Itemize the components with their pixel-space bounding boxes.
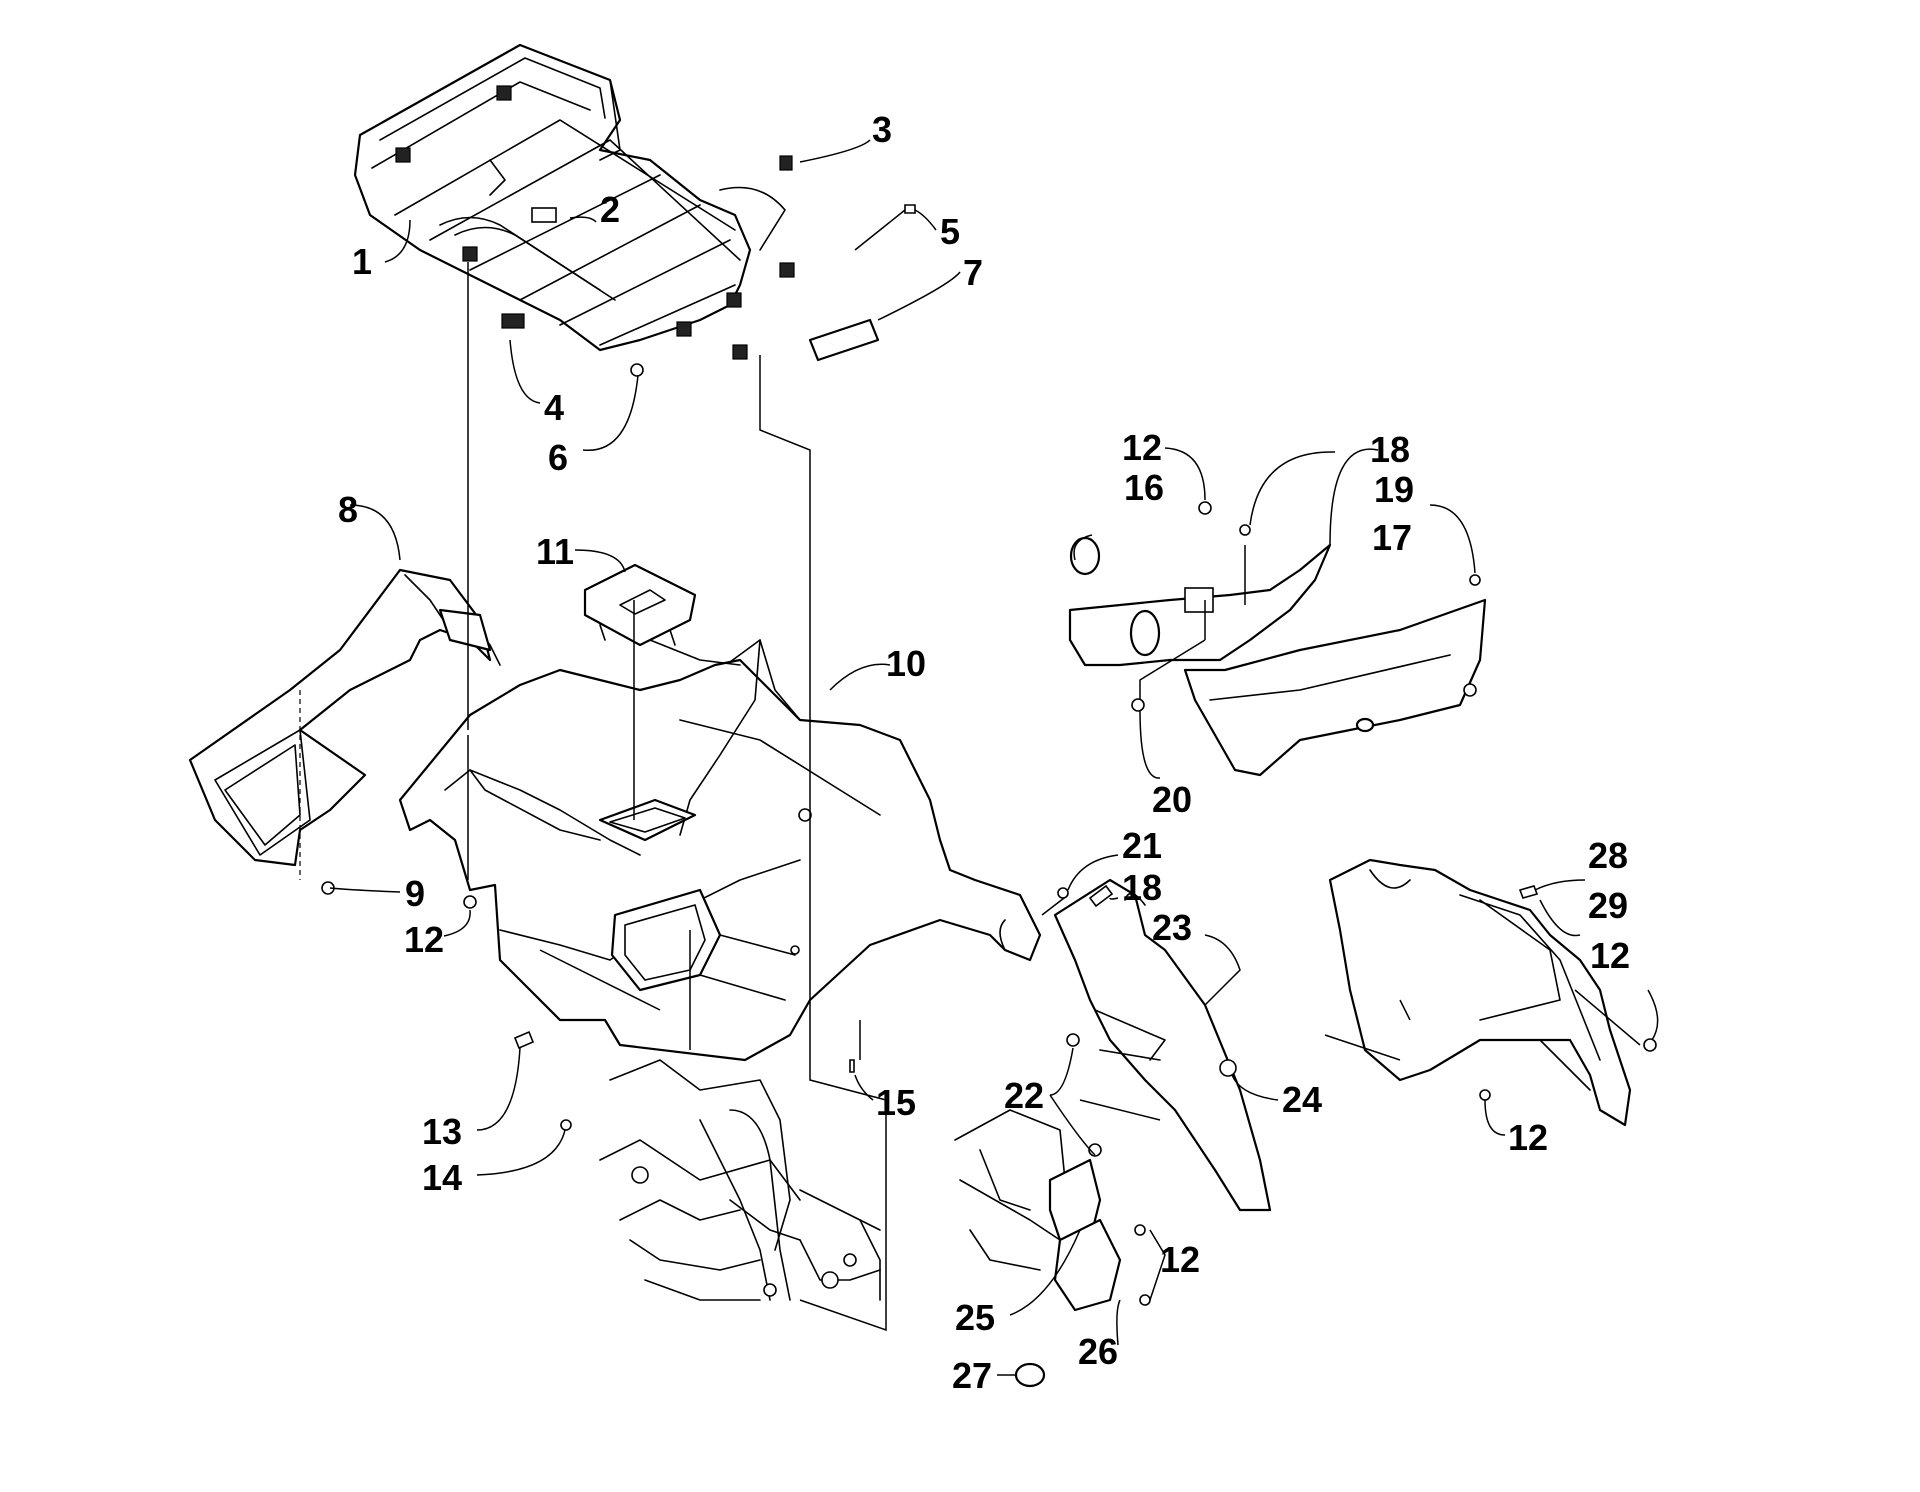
fastener-part-12c xyxy=(1134,1224,1146,1236)
fastener-part-12e xyxy=(1643,1038,1657,1052)
fastener-part-12f xyxy=(1479,1089,1491,1101)
side-panel-vent xyxy=(438,608,492,652)
fastener-part-14 xyxy=(560,1119,572,1131)
guard-part-23 xyxy=(1053,878,1272,1212)
callout-18-top: 18 xyxy=(1370,429,1410,470)
callout-20: 20 xyxy=(1152,779,1192,820)
bracket-frame-right xyxy=(954,1109,1122,1388)
rack-hardware xyxy=(501,155,916,377)
callout-29: 29 xyxy=(1588,885,1628,926)
callout-21: 21 xyxy=(1122,825,1162,866)
callout-12-guard-top: 12 xyxy=(1590,935,1630,976)
clip-part-27 xyxy=(1014,1362,1046,1388)
nut-part-3 xyxy=(779,155,793,171)
washer-part-22a xyxy=(1066,1033,1080,1047)
callout-7: 7 xyxy=(963,252,983,293)
callout-leaders xyxy=(329,139,1659,1376)
callout-12-rack: 12 xyxy=(404,919,444,960)
callout-24: 24 xyxy=(1282,1079,1322,1120)
loose-hardware xyxy=(321,501,1657,1306)
callout-23: 23 xyxy=(1152,907,1192,948)
rivet-part-18b xyxy=(1088,884,1114,908)
fastener-part-12a xyxy=(463,895,477,909)
washer-part-22b xyxy=(1088,1143,1102,1157)
upper-splash-guard xyxy=(1068,536,1332,667)
fastener-part-18a xyxy=(1239,524,1251,536)
lower-splash-guard xyxy=(1183,598,1487,777)
callout-9: 9 xyxy=(405,873,425,914)
callout-12-splash: 12 xyxy=(1122,427,1162,468)
callout-22: 22 xyxy=(1004,1075,1044,1116)
callout-2: 2 xyxy=(600,189,620,230)
callout-27: 27 xyxy=(952,1355,992,1396)
callout-14: 14 xyxy=(422,1157,462,1198)
callout-13: 13 xyxy=(422,1111,462,1152)
bracket-part-4 xyxy=(501,313,525,329)
guard-part-29 xyxy=(1328,858,1632,1127)
screw-part-15 xyxy=(849,1059,855,1073)
fastener-part-21 xyxy=(1057,887,1069,899)
callout-5: 5 xyxy=(940,211,960,252)
callout-26: 26 xyxy=(1078,1331,1118,1372)
callout-17: 17 xyxy=(1372,517,1412,558)
grommet-part-16 xyxy=(1069,536,1101,576)
rear-rack xyxy=(353,43,795,360)
callout-28: 28 xyxy=(1588,835,1628,876)
callout-16: 16 xyxy=(1124,467,1164,508)
left-side-panel xyxy=(188,568,501,867)
callout-3: 3 xyxy=(872,109,892,150)
callout-15: 15 xyxy=(876,1082,916,1123)
decal-part-7 xyxy=(808,318,880,362)
frame-section xyxy=(599,1059,881,1301)
callout-19: 19 xyxy=(1374,469,1414,510)
fastener-part-12b xyxy=(1198,501,1212,515)
fender-pocket xyxy=(598,798,697,842)
bolt-part-5 xyxy=(904,204,916,214)
callout-25: 25 xyxy=(955,1297,995,1338)
callout-18-bottom: 18 xyxy=(1122,867,1162,908)
callout-11: 11 xyxy=(536,531,574,572)
nut-part-6 xyxy=(630,363,644,377)
callout-12-bracket: 12 xyxy=(1160,1239,1200,1280)
rear-fender xyxy=(398,639,1042,1062)
callout-12-guard-bottom: 12 xyxy=(1508,1117,1548,1158)
callout-6: 6 xyxy=(548,437,568,478)
callout-8: 8 xyxy=(338,489,358,530)
alignment-lines xyxy=(299,209,1641,1332)
callout-1: 1 xyxy=(352,241,372,282)
clip-part-13 xyxy=(513,1030,535,1050)
fastener-part-12d xyxy=(1139,1294,1151,1306)
callout-4: 4 xyxy=(544,387,564,428)
decal-part-2 xyxy=(531,207,557,223)
fastener-part-19 xyxy=(1469,574,1481,586)
bracket-part-26 xyxy=(1053,1218,1122,1312)
callout-10: 10 xyxy=(886,643,926,684)
screw-part-28 xyxy=(1518,885,1539,899)
bolt-part-24 xyxy=(1219,1059,1237,1077)
fastener-part-20 xyxy=(1131,698,1145,712)
storage-cover xyxy=(583,563,697,647)
callout-labels: 1 2 3 4 5 6 7 8 9 10 11 12 12 12 12 12 1… xyxy=(338,109,1630,1396)
